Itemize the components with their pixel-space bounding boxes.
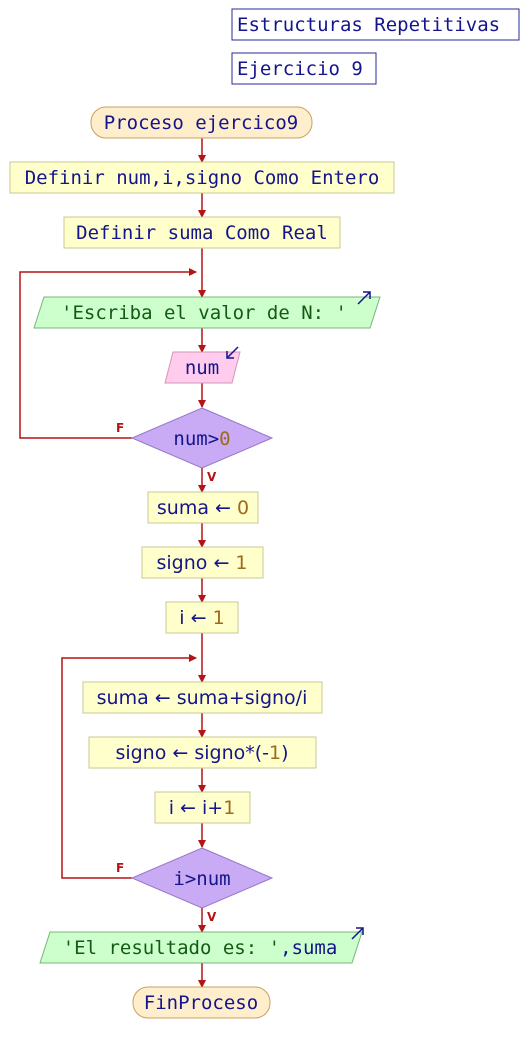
start-label: Proceso ejercico9 (104, 112, 298, 134)
true-label-1: V (207, 470, 217, 484)
output-arrow-icon (357, 291, 371, 305)
title-box: Estructuras Repetitivas (231, 8, 520, 41)
subtitle-box: Ejercicio 9 (231, 52, 377, 85)
loop-i-expr: i+ (202, 797, 223, 819)
cond1-right: 0 (219, 428, 230, 450)
title-text: Estructuras Repetitivas (237, 14, 500, 36)
svg-text:signo ← signo*(-1): signo ← signo*(-1) (115, 742, 288, 764)
define-real-box: Definir suma Como Real (63, 216, 341, 249)
output-arrow-icon (351, 927, 364, 940)
svg-text:suma ← 0: suma ← 0 (157, 497, 249, 519)
assign-i-box: i ← 1 (165, 601, 239, 634)
decision-num-positive: num>0 F V (116, 407, 274, 484)
assign-suma-box: suma ← 0 (147, 491, 259, 524)
svg-text:'El resultado es: ',suma: 'El resultado es: ',suma (63, 937, 338, 959)
loop-suma-expr: suma+signo/i (177, 687, 308, 709)
write-result-io: 'El resultado es: ',suma (39, 927, 364, 964)
define-real-label: Definir suma Como Real (76, 222, 328, 244)
write-prompt-io: 'Escriba el valor de N: ' (33, 291, 381, 329)
svg-text:num>0: num>0 (173, 428, 230, 450)
start-terminal: Proceso ejercico9 (90, 106, 313, 139)
assign-arrow: ← (191, 607, 207, 629)
loop-i-box: i ← i+1 (154, 791, 251, 824)
svg-text:i ← i+1: i ← i+1 (169, 797, 236, 819)
assign-suma-var: suma (157, 497, 209, 519)
assign-i-var: i (179, 607, 184, 629)
assign-arrow: ← (180, 797, 196, 819)
decision-i-gt-num: i>num F V (116, 847, 274, 924)
assign-signo-var: signo (156, 552, 207, 574)
loop-signo-expr-b: ) (281, 742, 288, 764)
loop-i-var: i (169, 797, 174, 819)
write-result-var: ,suma (280, 937, 337, 959)
define-ints-box: Definir num,i,signo Como Entero (9, 161, 395, 194)
cond1-left: num> (173, 428, 219, 450)
assign-i-value: 1 (213, 607, 225, 629)
read-num-io: num (164, 346, 241, 384)
assign-signo-value: 1 (235, 552, 247, 574)
input-arrow-icon (226, 346, 239, 359)
assign-arrow: ← (155, 687, 171, 709)
read-num-label: num (185, 357, 219, 379)
svg-text:suma ← suma+signo/: suma ← suma+signo/i (97, 687, 308, 709)
define-ints-label: Definir num,i,signo Como Entero (25, 167, 380, 189)
loop-signo-expr-a: signo*(- (194, 742, 269, 764)
false-label-1: F (116, 421, 124, 435)
end-label: FinProceso (144, 992, 258, 1014)
loop-suma-var: suma (97, 687, 149, 709)
cond2-label: i>num (173, 868, 230, 890)
write-prompt-label: 'Escriba el valor de N: ' (61, 302, 347, 324)
loop-suma-box: suma ← suma+signo/i (82, 681, 323, 714)
write-result-string: 'El resultado es: ' (63, 937, 280, 959)
svg-text:signo ← 1: signo ← 1 (156, 552, 247, 574)
loop-i-num: 1 (223, 797, 235, 819)
loop-signo-var: signo (115, 742, 166, 764)
svg-text:i ← 1: i ← 1 (179, 607, 224, 629)
assign-arrow: ← (213, 552, 229, 574)
assign-suma-value: 0 (237, 497, 249, 519)
false-label-2: F (116, 861, 124, 875)
true-label-2: V (207, 910, 217, 924)
loop-signo-box: signo ← signo*(-1) (88, 736, 317, 769)
assign-arrow: ← (215, 497, 231, 519)
connectors (19, 138, 206, 988)
loop-signo-num: 1 (269, 742, 281, 764)
assign-arrow: ← (172, 742, 188, 764)
assign-signo-box: signo ← 1 (141, 546, 264, 579)
subtitle-text: Ejercicio 9 (237, 58, 363, 80)
end-terminal: FinProceso (132, 986, 271, 1019)
